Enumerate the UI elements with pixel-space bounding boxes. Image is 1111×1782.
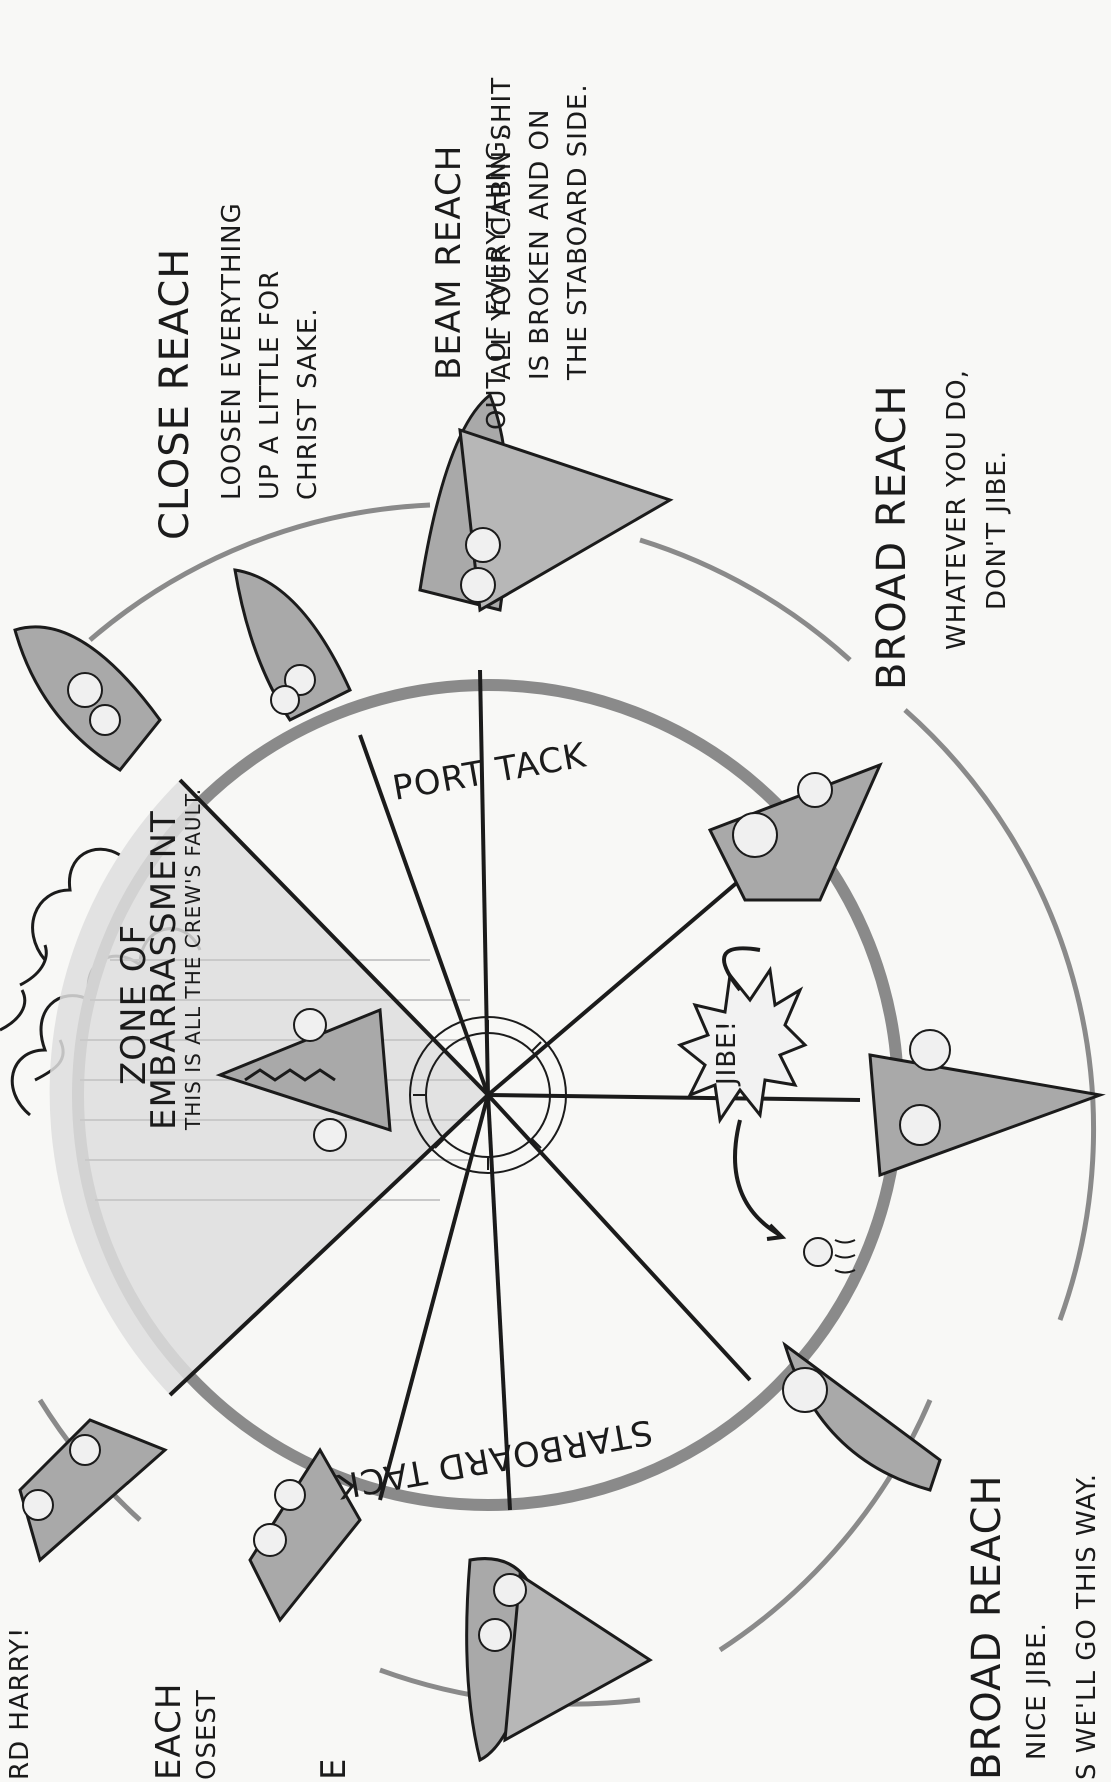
label-zone-note: THIS IS ALL THE CREW'S FAULT. xyxy=(181,788,205,1131)
svg-text:DON'T JIBE.: DON'T JIBE. xyxy=(982,450,1012,610)
label-broad-reach-port-l1: WHATEVER YOU DO, xyxy=(942,369,972,650)
label-edge-fragment-e: E xyxy=(314,1758,354,1780)
label-beam-reach-l3: THE STABOARD SIDE. xyxy=(563,83,593,381)
sail-icon xyxy=(505,1575,650,1740)
svg-text:EMBARRASSMENT: EMBARRASSMENT xyxy=(144,810,184,1130)
svg-text:ALL YOUR CABIN SHIT: ALL YOUR CABIN SHIT xyxy=(487,77,517,380)
label-close-reach-l2: UP A LITTLE FOR xyxy=(255,270,285,500)
label-beam-reach-l2: IS BROKEN AND ON xyxy=(525,109,555,380)
svg-text:PORT TACK: PORT TACK xyxy=(390,735,590,809)
label-broad-reach-stbd-title: BROAD REACH xyxy=(964,1474,1010,1780)
svg-text:BEAM REACH: BEAM REACH xyxy=(429,145,469,380)
svg-text:JIBE!: JIBE! xyxy=(712,1020,742,1087)
svg-text:LOOSEN EVERYTHING: LOOSEN EVERYTHING xyxy=(217,202,247,500)
label-broad-reach-stbd-l2: S WE'LL GO THIS WAY. xyxy=(1072,1473,1102,1780)
label-close-hauled-fragment-1: EACH xyxy=(149,1683,189,1780)
svg-text:E: E xyxy=(314,1758,354,1780)
label-jibe-burst: JIBE! xyxy=(712,1020,742,1087)
svg-text:BROAD REACH: BROAD REACH xyxy=(869,384,915,690)
label-close-hauled-fragment-2: OSEST xyxy=(192,1689,222,1780)
svg-text:UP A LITTLE FOR: UP A LITTLE FOR xyxy=(255,270,285,500)
label-zone-title-2: EMBARRASSMENT xyxy=(144,810,184,1130)
svg-text:CHRIST SAKE.: CHRIST SAKE. xyxy=(293,307,323,500)
label-broad-reach-port-title: BROAD REACH xyxy=(869,384,915,690)
stick-figure-icon xyxy=(783,1368,827,1412)
label-port-tack: PORT TACK xyxy=(390,735,590,809)
svg-text:NICE JIBE.: NICE JIBE. xyxy=(1022,1622,1052,1760)
svg-text:THIS IS ALL THE CREW'S FAULT.: THIS IS ALL THE CREW'S FAULT. xyxy=(181,788,205,1131)
svg-text:CLOSE REACH: CLOSE REACH xyxy=(152,248,198,540)
label-hard-harry: RD HARRY! xyxy=(5,1627,35,1780)
label-broad-reach-port-l2: DON'T JIBE. xyxy=(982,450,1012,610)
svg-text:THE STABOARD SIDE.: THE STABOARD SIDE. xyxy=(563,83,593,381)
label-close-reach-title: CLOSE REACH xyxy=(152,248,198,540)
svg-text:OSEST: OSEST xyxy=(192,1689,222,1780)
label-close-reach-l3: CHRIST SAKE. xyxy=(293,307,323,500)
svg-text:S WE'LL GO THIS WAY.: S WE'LL GO THIS WAY. xyxy=(1072,1473,1102,1780)
stick-figure-icon xyxy=(804,1238,855,1273)
label-beam-reach-l1: ALL YOUR CABIN SHIT xyxy=(487,77,517,380)
svg-text:EACH: EACH xyxy=(149,1683,189,1780)
svg-text:IS BROKEN AND ON: IS BROKEN AND ON xyxy=(525,109,555,380)
svg-text:BROAD REACH: BROAD REACH xyxy=(964,1474,1010,1780)
boat-icon xyxy=(785,1345,940,1490)
svg-text:RD HARRY!: RD HARRY! xyxy=(5,1627,35,1780)
label-broad-reach-stbd-l1: NICE JIBE. xyxy=(1022,1622,1052,1760)
label-beam-reach-title: BEAM REACH xyxy=(429,145,469,380)
svg-text:WHATEVER YOU DO,: WHATEVER YOU DO, xyxy=(942,369,972,650)
label-close-reach-l1: LOOSEN EVERYTHING xyxy=(217,202,247,500)
